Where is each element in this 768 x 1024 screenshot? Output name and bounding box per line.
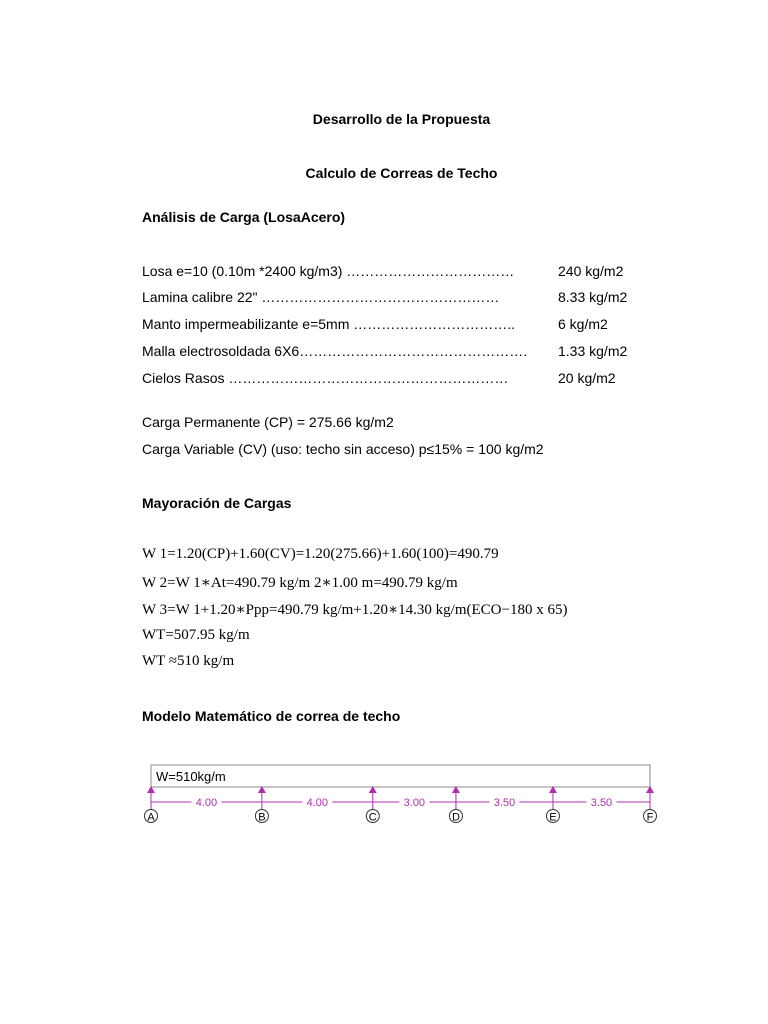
span-label-bg [586, 796, 617, 807]
load-row-value: 6 kg/m2 [558, 316, 608, 332]
equation-wt-rounded: WT ≈510 kg/m [142, 653, 235, 669]
load-row-label: Manto impermeabilizante e=5mm …………………………… [142, 316, 516, 332]
equation-w3: W 3=W 1+1.20∗Ppp=490.79 kg/m+1.20∗14.30 … [142, 602, 568, 618]
support-marker [451, 786, 460, 793]
beam-diagram: W=510kg/m A B C D E F 4.00 4.00 3.00 3.50 3.50 [144, 764, 657, 824]
load-row-label: Lamina calibre 22" …………………………………………… [142, 289, 500, 305]
support-circle [448, 809, 463, 823]
page-title: Desarrollo de la Propuesta [312, 111, 491, 127]
equation-wt: WT=507.95 kg/m [142, 627, 250, 643]
support-circle [643, 809, 657, 823]
span-label-bg [191, 796, 222, 807]
equation-w1: W 1=1.20(CP)+1.60(CV)=1.20(275.66)+1.60(… [142, 546, 499, 562]
support-circle [144, 809, 158, 823]
span-label: 4.00 [196, 797, 217, 809]
load-row-value: 20 kg/m2 [558, 370, 616, 386]
support-marker [368, 786, 377, 793]
equation-w2: W 2=W 1∗At=490.79 kg/m 2∗1.00 m=490.79 k… [142, 575, 458, 591]
load-row-label: Losa e=10 (0.10m *2400 kg/m3) …………………………… [142, 263, 515, 279]
span-label: 3.50 [591, 797, 612, 809]
support-label: F [647, 812, 654, 824]
load-row-value: 8.33 kg/m2 [558, 289, 628, 305]
support-label: A [147, 812, 155, 824]
load-row-label: Malla electrosoldada 6X6…………………………………………… [142, 343, 528, 359]
support-marker [147, 786, 155, 793]
support-marker [257, 786, 266, 793]
support-circle [545, 809, 560, 823]
load-label: W=510kg/m [156, 769, 226, 784]
permanent-load: Carga Permanente (CP) = 275.66 kg/m2 [142, 414, 394, 430]
factoring-heading: Mayoración de Cargas [142, 495, 292, 511]
span-label-bg [489, 796, 520, 807]
span-label: 3.50 [494, 797, 515, 809]
support-label: B [258, 812, 265, 824]
support-circle [365, 809, 380, 823]
support-marker [548, 786, 557, 793]
page-subtitle: Calculo de Correas de Techo [305, 165, 498, 181]
load-box [150, 764, 651, 788]
variable-load: Carga Variable (CV) (uso: techo sin acce… [142, 441, 544, 457]
span-label-bg [399, 796, 430, 807]
load-row-value: 1.33 kg/m2 [558, 343, 628, 359]
load-row-label: Cielos Rasos …………………………………………………… [142, 370, 509, 386]
model-heading: Modelo Matemático de correa de techo [142, 708, 401, 724]
span-label: 4.00 [307, 797, 328, 809]
support-label: E [549, 812, 556, 824]
span-label: 3.00 [404, 797, 425, 809]
support-circle [254, 809, 269, 823]
support-label: C [369, 812, 377, 824]
load-analysis-heading: Análisis de Carga (LosaAcero) [142, 209, 346, 225]
load-row-value: 240 kg/m2 [558, 263, 624, 279]
support-marker [646, 786, 654, 793]
support-label: D [452, 812, 460, 824]
span-label-bg [302, 796, 333, 807]
